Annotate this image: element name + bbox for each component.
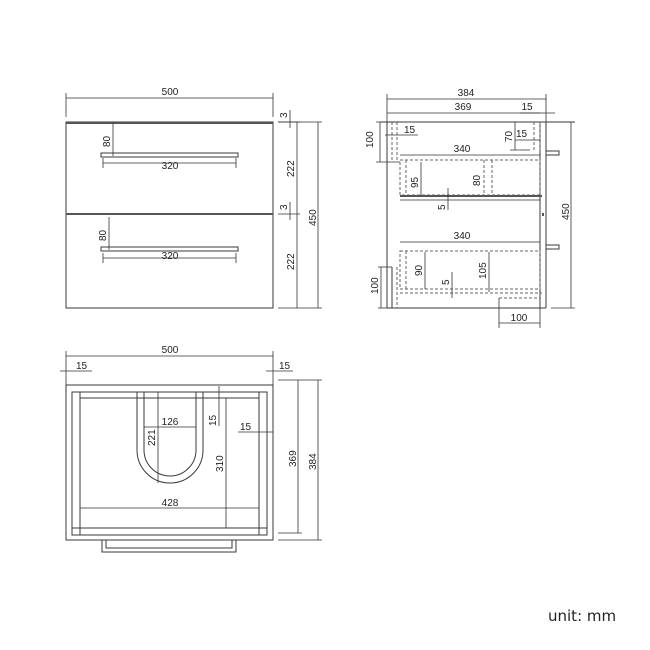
front-height-label: 450 <box>308 209 319 226</box>
side-panel-label: 15 <box>404 125 416 136</box>
top-drawer-height-label: 95 <box>410 176 421 188</box>
bottom-drawer-base-label: 5 <box>441 279 452 285</box>
front-width-label: 500 <box>162 87 179 98</box>
inner-depth-label: 310 <box>215 455 226 472</box>
unit-label: unit: mm <box>548 607 617 625</box>
side-depth-inner-label: 369 <box>455 102 472 113</box>
top-handle-offset-label: 80 <box>102 135 113 147</box>
top-drawer-depth-label: 340 <box>454 144 471 155</box>
top-handle-length-label: 320 <box>162 161 179 172</box>
bottom-handle-length-label: 320 <box>162 251 179 262</box>
bottom-drawer-height-label: 90 <box>414 264 425 276</box>
inner-width-label: 428 <box>162 498 179 509</box>
mid-gap-label: 3 <box>279 204 290 210</box>
top-depth-inner-label: 369 <box>288 450 299 467</box>
cutout-width-label: 126 <box>162 417 179 428</box>
side-depth-total-label: 384 <box>458 88 475 99</box>
bottom-rail-height-label: 100 <box>370 277 381 294</box>
top-drawer-height-label: 222 <box>286 160 297 177</box>
back-panel-label: 15 <box>208 414 219 426</box>
front-offset-label: 70 <box>504 130 515 142</box>
bottom-cutout-label: 100 <box>511 313 528 324</box>
bottom-handle-offset-label: 80 <box>98 229 109 241</box>
bottom-handle <box>100 246 239 252</box>
cabinet-top <box>65 384 274 541</box>
side-back-thickness-label: 15 <box>521 102 533 113</box>
top-gap-label: 3 <box>279 112 290 118</box>
front-thickness-label: 15 <box>516 129 528 140</box>
top-rail-height-label: 100 <box>365 131 376 148</box>
front-view: 500 80 320 80 320 3 3 222 222 450 <box>65 87 322 309</box>
bottom-drawer-inner-label: 105 <box>478 262 489 279</box>
right-side-label: 15 <box>279 361 291 372</box>
cutout-depth-label: 221 <box>147 429 158 446</box>
top-width-label: 500 <box>162 345 179 356</box>
bottom-drawer-depth-label: 340 <box>454 231 471 242</box>
top-depth-total-label: 384 <box>308 453 319 470</box>
side-view: 384 369 15 100 15 70 15 340 <box>365 88 575 328</box>
side-height-label: 450 <box>561 203 572 220</box>
left-side-label: 15 <box>76 361 88 372</box>
top-handle <box>100 152 239 158</box>
top-drawer-inner-label: 80 <box>472 174 483 186</box>
u-cutout-outer <box>136 392 204 484</box>
bottom-drawer-height-label: 222 <box>286 253 297 270</box>
side-offset-label: 15 <box>240 422 252 433</box>
top-view: 500 15 15 126 221 15 15 310 428 369 <box>60 345 322 553</box>
top-drawer-base-label: 5 <box>437 204 448 210</box>
